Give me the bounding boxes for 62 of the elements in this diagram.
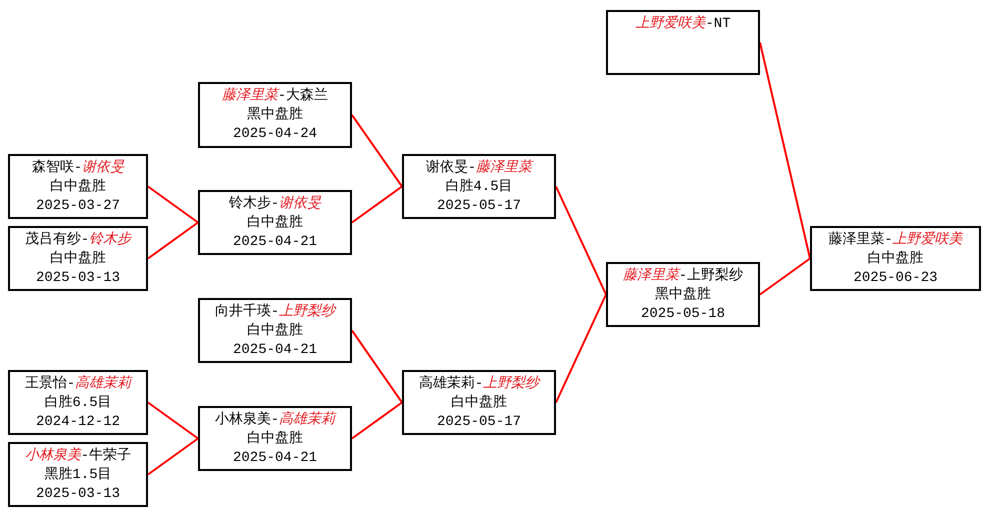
match-date: 2025-05-18 — [640, 305, 725, 324]
match-box — [402, 370, 556, 435]
match-date: 2025-04-24 — [232, 125, 317, 144]
match-date: 2024-12-12 — [36, 413, 120, 432]
match-box — [606, 262, 760, 327]
match-result: 白中盘胜 — [868, 250, 924, 269]
match-date: 2025-03-13 — [36, 269, 120, 288]
match-box — [402, 154, 556, 219]
match-players: 谢依旻-藤泽里菜 — [426, 159, 532, 178]
match-date: 2025-05-17 — [436, 413, 521, 432]
bracket-line — [351, 402, 403, 440]
match-date: 2025-04-21 — [232, 233, 317, 252]
match-players: 藤泽里菜-上野梨纱 — [622, 267, 744, 286]
match-box — [8, 370, 148, 435]
match-players: 小林泉美-高雄茉莉 — [214, 411, 336, 430]
bracket-line — [147, 186, 199, 224]
match-date: 2025-04-21 — [232, 341, 317, 360]
match-result: 白中盘胜 — [247, 430, 303, 449]
match-players: 森智咲-谢依旻 — [32, 159, 124, 178]
match-players: 铃木步-谢依旻 — [228, 195, 322, 214]
match-players: 向井千瑛-上野梨纱 — [214, 303, 336, 322]
match-players: 茂吕有纱-铃木步 — [24, 231, 132, 250]
match-box — [8, 226, 148, 291]
match-players: 小林泉美-牛荣子 — [24, 447, 132, 466]
match-box — [198, 298, 352, 363]
match-result: 白中盘胜 — [50, 250, 106, 269]
match-result: 白中盘胜 — [247, 322, 303, 341]
bracket-line — [555, 294, 607, 403]
match-players: 藤泽里菜-大森兰 — [222, 87, 328, 106]
bracket-line — [759, 42, 811, 259]
match-players: 藤泽里菜-上野爱咲美 — [828, 231, 963, 250]
match-players: 上野爱咲美-NT — [635, 15, 731, 34]
match-box — [198, 406, 352, 471]
match-result: 黑中盘胜 — [247, 106, 303, 125]
match-result: 白胜4.5目 — [445, 178, 513, 197]
match-players: 高雄茉莉-上野梨纱 — [418, 375, 540, 394]
match-date: 2025-05-17 — [436, 197, 521, 216]
bracket-line — [759, 258, 811, 296]
match-date: 2025-03-27 — [36, 197, 120, 216]
bracket-line — [351, 186, 403, 224]
match-box — [606, 10, 760, 75]
bracket-line — [147, 222, 199, 260]
bracket-line — [147, 402, 199, 440]
match-date: 2025-06-23 — [853, 269, 938, 288]
match-box — [198, 82, 352, 148]
bracket-line — [147, 438, 199, 476]
match-result: 白中盘胜 — [50, 178, 106, 197]
match-box — [8, 442, 148, 507]
match-result: 白中盘胜 — [451, 394, 507, 413]
match-date: 2025-04-21 — [232, 449, 317, 468]
match-box — [8, 154, 148, 219]
match-box — [810, 226, 981, 291]
match-result: 黑胜1.5目 — [44, 466, 112, 485]
match-players: 王景怡-高雄茉莉 — [24, 375, 132, 394]
bracket-line — [555, 186, 607, 295]
match-result: 白胜6.5目 — [44, 394, 112, 413]
bracket-line — [351, 114, 403, 188]
match-date: 2025-03-13 — [36, 485, 120, 504]
match-result: 白中盘胜 — [247, 214, 303, 233]
bracket-line — [351, 330, 403, 404]
match-box — [198, 190, 352, 255]
match-result: 黑中盘胜 — [655, 286, 711, 305]
